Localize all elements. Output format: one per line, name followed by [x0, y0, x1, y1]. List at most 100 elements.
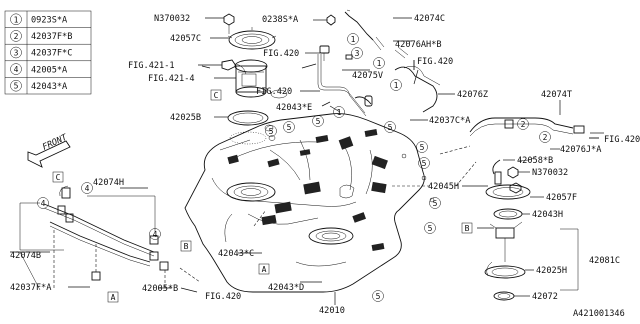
callout-5: 5 [384, 121, 396, 133]
front-direction-arrow: FRONT [27, 132, 71, 168]
label-fig421-1: FIG.421-1 [128, 61, 175, 71]
legend-code: 42005*A [31, 65, 68, 75]
callout-5: 5 [312, 115, 324, 127]
legend-num: 3 [14, 49, 19, 58]
label-fig420-far: FIG.420 [604, 135, 640, 145]
callout-1: 1 [347, 33, 359, 45]
legend-num: 5 [14, 82, 19, 91]
svg-text:5: 5 [420, 143, 425, 152]
callout-5: 5 [429, 197, 441, 209]
legend-row-5: 5 42043*A [10, 79, 68, 92]
callout-3: 3 [351, 47, 363, 59]
svg-text:B: B [465, 224, 470, 233]
svg-text:5: 5 [388, 123, 393, 132]
label-42025b: 42025B [170, 113, 201, 123]
callout-1: 1 [373, 57, 385, 69]
legend-num: 4 [14, 65, 19, 74]
svg-text:4: 4 [85, 184, 90, 193]
svg-text:5: 5 [428, 224, 433, 233]
callout-5: 5 [416, 141, 428, 153]
label-42058b: 42058*B [517, 156, 553, 166]
label-42043c: 42043*C [218, 249, 254, 259]
svg-text:5: 5 [433, 199, 438, 208]
legend-code: 42037F*B [31, 32, 72, 42]
legend-num: 2 [14, 32, 19, 41]
fuel-line-assembly [19, 185, 169, 291]
label-42074c: 42074C [414, 14, 445, 24]
svg-text:4: 4 [153, 230, 158, 239]
box-b-right: B [461, 222, 473, 234]
label-fig420-mid: FIG.420 [256, 87, 292, 97]
svg-text:2: 2 [521, 120, 526, 129]
svg-text:5: 5 [269, 127, 274, 136]
label-42005b: 42005*B [142, 284, 178, 294]
legend-row-1: 1 0923S*A [10, 13, 68, 26]
label-42057c: 42057C [170, 34, 201, 44]
callout-5: 5 [283, 121, 295, 133]
svg-text:1: 1 [377, 59, 382, 68]
label-42074h: 42074H [93, 178, 124, 188]
label-fig420-right: FIG.420 [417, 57, 453, 67]
callout-2: 2 [517, 118, 529, 130]
leader-lines [10, 17, 604, 305]
callout-1: 1 [390, 79, 402, 91]
diagram-ref-code: A421001346 [573, 309, 625, 319]
label-42074t: 42074T [541, 90, 572, 100]
label-42043d: 42043*D [268, 283, 304, 293]
legend-row-3: 3 42037F*C [10, 46, 72, 59]
svg-text:C: C [56, 173, 61, 182]
svg-text:A: A [262, 265, 267, 274]
label-42076j: 42076J*A [560, 145, 602, 155]
svg-text:5: 5 [287, 123, 292, 132]
svg-text:5: 5 [376, 292, 381, 301]
label-42010: 42010 [319, 306, 345, 316]
callout-5: 5 [265, 125, 277, 137]
box-a-mid: A [258, 263, 270, 275]
svg-text:2: 2 [543, 133, 548, 142]
callout-1: 1 [333, 106, 345, 118]
callout-5: 5 [424, 222, 436, 234]
legend-row-4: 4 42005*A [10, 63, 68, 75]
svg-text:B: B [184, 242, 189, 251]
label-0238s: 0238S*A [262, 15, 299, 25]
fuel-tank [184, 113, 435, 293]
callout-4: 4 [37, 197, 49, 209]
label-n370032: N370032 [154, 14, 190, 24]
legend-row-2: 2 42037F*B [10, 30, 72, 42]
label-fig421-4: FIG.421-4 [148, 74, 195, 84]
label-42057f: 42057F [546, 193, 577, 203]
svg-text:5: 5 [316, 117, 321, 126]
callout-4: 4 [81, 182, 93, 194]
vapor-hose-assembly [469, 117, 585, 194]
label-42072: 42072 [532, 292, 558, 302]
svg-text:1: 1 [337, 108, 342, 117]
label-42076ah: 42076AH*B [395, 40, 442, 50]
box-b-left: B [180, 240, 192, 252]
label-42043h: 42043H [532, 210, 563, 220]
fig-arrows [180, 60, 599, 293]
fuel-cap-assembly [221, 13, 288, 145]
svg-text:A: A [111, 293, 116, 302]
label-42037fa: 42037F*A [10, 283, 52, 293]
label-42025h: 42025H [536, 266, 567, 276]
label-42075v: 42075V [352, 71, 383, 81]
legend-code: 42037F*C [31, 49, 72, 59]
box-c-left: C [52, 171, 64, 183]
legend-table: 1 0923S*A 2 42037F*B 3 42037F*C 4 42005*… [4, 10, 92, 95]
sub-pump-assembly [484, 166, 579, 301]
insulator-pads [227, 129, 388, 251]
callout-5: 5 [372, 290, 384, 302]
svg-text:5: 5 [422, 159, 427, 168]
callout-5: 5 [418, 157, 430, 169]
svg-text:4: 4 [41, 199, 46, 208]
legend-code: 42043*A [31, 82, 68, 92]
legend-code: 0923S*A [31, 16, 68, 26]
svg-text:C: C [214, 91, 219, 100]
svg-text:3: 3 [355, 49, 360, 58]
label-42045h: 42045H [428, 182, 459, 192]
svg-text:1: 1 [394, 81, 399, 90]
callout-4: 4 [149, 228, 161, 240]
label-42037c: 42037C*A [429, 116, 471, 126]
